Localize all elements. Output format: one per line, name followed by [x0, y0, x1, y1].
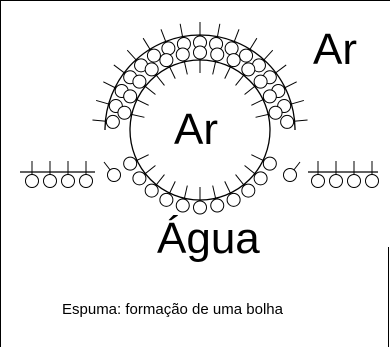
molecule-head-icon	[175, 198, 190, 213]
molecule-head-icon	[224, 41, 239, 56]
air-outside-label: Ar	[313, 25, 357, 74]
molecule-head-icon	[25, 174, 39, 188]
molecule-head-icon	[226, 192, 241, 207]
left-border	[0, 0, 1, 347]
molecule-head-icon	[280, 114, 295, 129]
molecule-head-icon	[239, 48, 254, 63]
molecule-head-icon	[43, 174, 57, 188]
molecule-head-icon	[268, 105, 283, 120]
molecule-head-icon	[105, 114, 120, 129]
molecule-head-icon	[61, 174, 75, 188]
molecule-head-icon	[210, 198, 225, 213]
molecule-head-icon	[193, 200, 207, 215]
molecule-head-icon	[210, 47, 225, 62]
molecule-head-icon	[159, 192, 174, 207]
molecule-head-icon	[144, 183, 159, 198]
molecule-head-icon	[123, 156, 138, 171]
molecule-head-icon	[226, 53, 241, 68]
molecule-head-icon	[253, 74, 268, 89]
molecule-head-icon	[79, 174, 93, 188]
molecule-head-icon	[175, 47, 190, 62]
molecule-head-icon	[146, 48, 161, 63]
molecule-head-icon	[132, 74, 147, 89]
molecule-head-icon	[253, 171, 268, 186]
molecule-head-icon	[262, 156, 277, 171]
molecule-head-icon	[161, 41, 176, 56]
top-border	[0, 0, 390, 1]
molecule-head-icon	[132, 171, 147, 186]
diagram-caption: Espuma: formação de uma bolha	[62, 301, 283, 318]
molecule-head-icon	[347, 174, 361, 188]
molecule-head-icon	[311, 174, 325, 188]
molecule-head-icon	[283, 168, 297, 182]
molecule-head-icon	[144, 62, 159, 77]
molecule-head-icon	[159, 53, 174, 68]
molecule-head-icon	[241, 183, 256, 198]
molecule-head-icon	[107, 168, 121, 182]
surfactant-molecules	[25, 22, 379, 215]
molecule-head-icon	[262, 89, 277, 104]
molecule-head-icon	[117, 105, 132, 120]
air-inside-label: Ar	[174, 105, 218, 154]
molecule-head-icon	[329, 174, 343, 188]
molecule-head-icon	[365, 174, 379, 188]
right-border-segment	[388, 247, 389, 347]
molecule-head-icon	[123, 89, 138, 104]
water-label: Água	[157, 214, 260, 263]
molecule-head-icon	[241, 62, 256, 77]
molecule-head-icon	[193, 45, 207, 60]
